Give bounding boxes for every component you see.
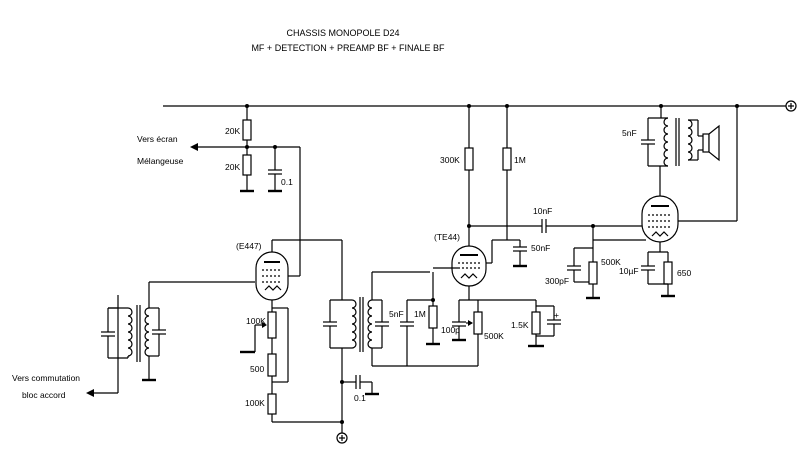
label-20k-bottom: 20K xyxy=(225,162,240,172)
label-5nf-detect: 5nF xyxy=(389,309,404,319)
resistor-1-5k xyxy=(531,311,541,335)
input-if-transformer: Vers commutation bloc accord xyxy=(12,281,255,400)
label-melangeuse: Mélangeuse xyxy=(137,156,184,166)
cap-plus-symbol: + xyxy=(554,310,559,320)
label-5nf-out: 5nF xyxy=(622,128,637,138)
label-tube-te44: (TE44) xyxy=(434,232,460,242)
label-300pf: 300pF xyxy=(545,276,569,286)
power-cathode-network: 10µF 650 xyxy=(619,251,691,298)
resistor-500 xyxy=(267,353,277,377)
arrow-left-icon xyxy=(86,389,94,397)
potentiometer-100k xyxy=(267,311,277,339)
label-10nf: 10nF xyxy=(533,206,552,216)
label-vers-commutation: Vers commutation xyxy=(12,373,80,383)
label-tube-e447: (E447) xyxy=(236,241,262,251)
label-20k-top: 20K xyxy=(225,126,240,136)
label-500: 500 xyxy=(250,364,264,374)
speaker-icon xyxy=(708,124,720,162)
resistor-20k-top xyxy=(242,119,252,141)
potentiometer-500k xyxy=(473,311,483,335)
preamp-cathode-network: + 1.5K xyxy=(511,300,561,348)
label-1m-detect: 1M xyxy=(414,309,426,319)
ht-rail xyxy=(163,100,797,112)
label-100k-bottom: 100K xyxy=(245,398,265,408)
screen-divider: 20K 20K 0.1 Vers écran Mélangeuse xyxy=(137,106,301,240)
detector-if-transformer: 0.1 xyxy=(323,240,430,444)
label-1m-plate: 1M xyxy=(514,155,526,165)
potentiometer-500k-final xyxy=(588,261,598,285)
power-grid-network: 500K 300pF xyxy=(545,226,646,300)
label-300k: 300K xyxy=(440,155,460,165)
preamp-plate-network: 300K 1M 50nF 10nF xyxy=(440,106,646,268)
cathode-chain: 100K 500 100K xyxy=(240,308,342,423)
label-bloc-accord: bloc accord xyxy=(22,390,66,400)
label-vers-ecran: Vers écran xyxy=(137,134,178,144)
label-0-1-screen: 0.1 xyxy=(281,177,293,187)
resistor-100k-bottom xyxy=(267,393,277,415)
resistor-20k-bottom xyxy=(242,154,252,176)
detector-network: 5nF 1M 100p 500K xyxy=(372,272,536,367)
label-10uf: 10µF xyxy=(619,266,639,276)
tube-e447: (E447) xyxy=(236,239,342,309)
label-650: 650 xyxy=(677,268,691,278)
resistor-1m-plate xyxy=(502,147,512,171)
resistor-300k xyxy=(464,147,474,171)
label-100k-pot: 100K xyxy=(246,316,266,326)
output-transformer: 5nF xyxy=(622,106,720,170)
label-50nf: 50nF xyxy=(531,243,550,253)
power-tube xyxy=(641,106,738,252)
label-1-5k: 1.5K xyxy=(511,320,529,330)
label-0-1-bottom: 0.1 xyxy=(354,393,366,403)
label-500k-final: 500K xyxy=(601,257,621,267)
tube-te44: (TE44) xyxy=(433,226,492,300)
title-line1: CHASSIS MONOPOLE D24 xyxy=(286,28,399,38)
title-line2: MF + DETECTION + PREAMP BF + FINALE BF xyxy=(251,43,445,53)
label-100p: 100p xyxy=(441,325,460,335)
label-500k: 500K xyxy=(484,331,504,341)
resistor-1m-detect xyxy=(428,305,438,329)
arrow-left-icon xyxy=(190,143,198,151)
resistor-650 xyxy=(663,261,673,285)
